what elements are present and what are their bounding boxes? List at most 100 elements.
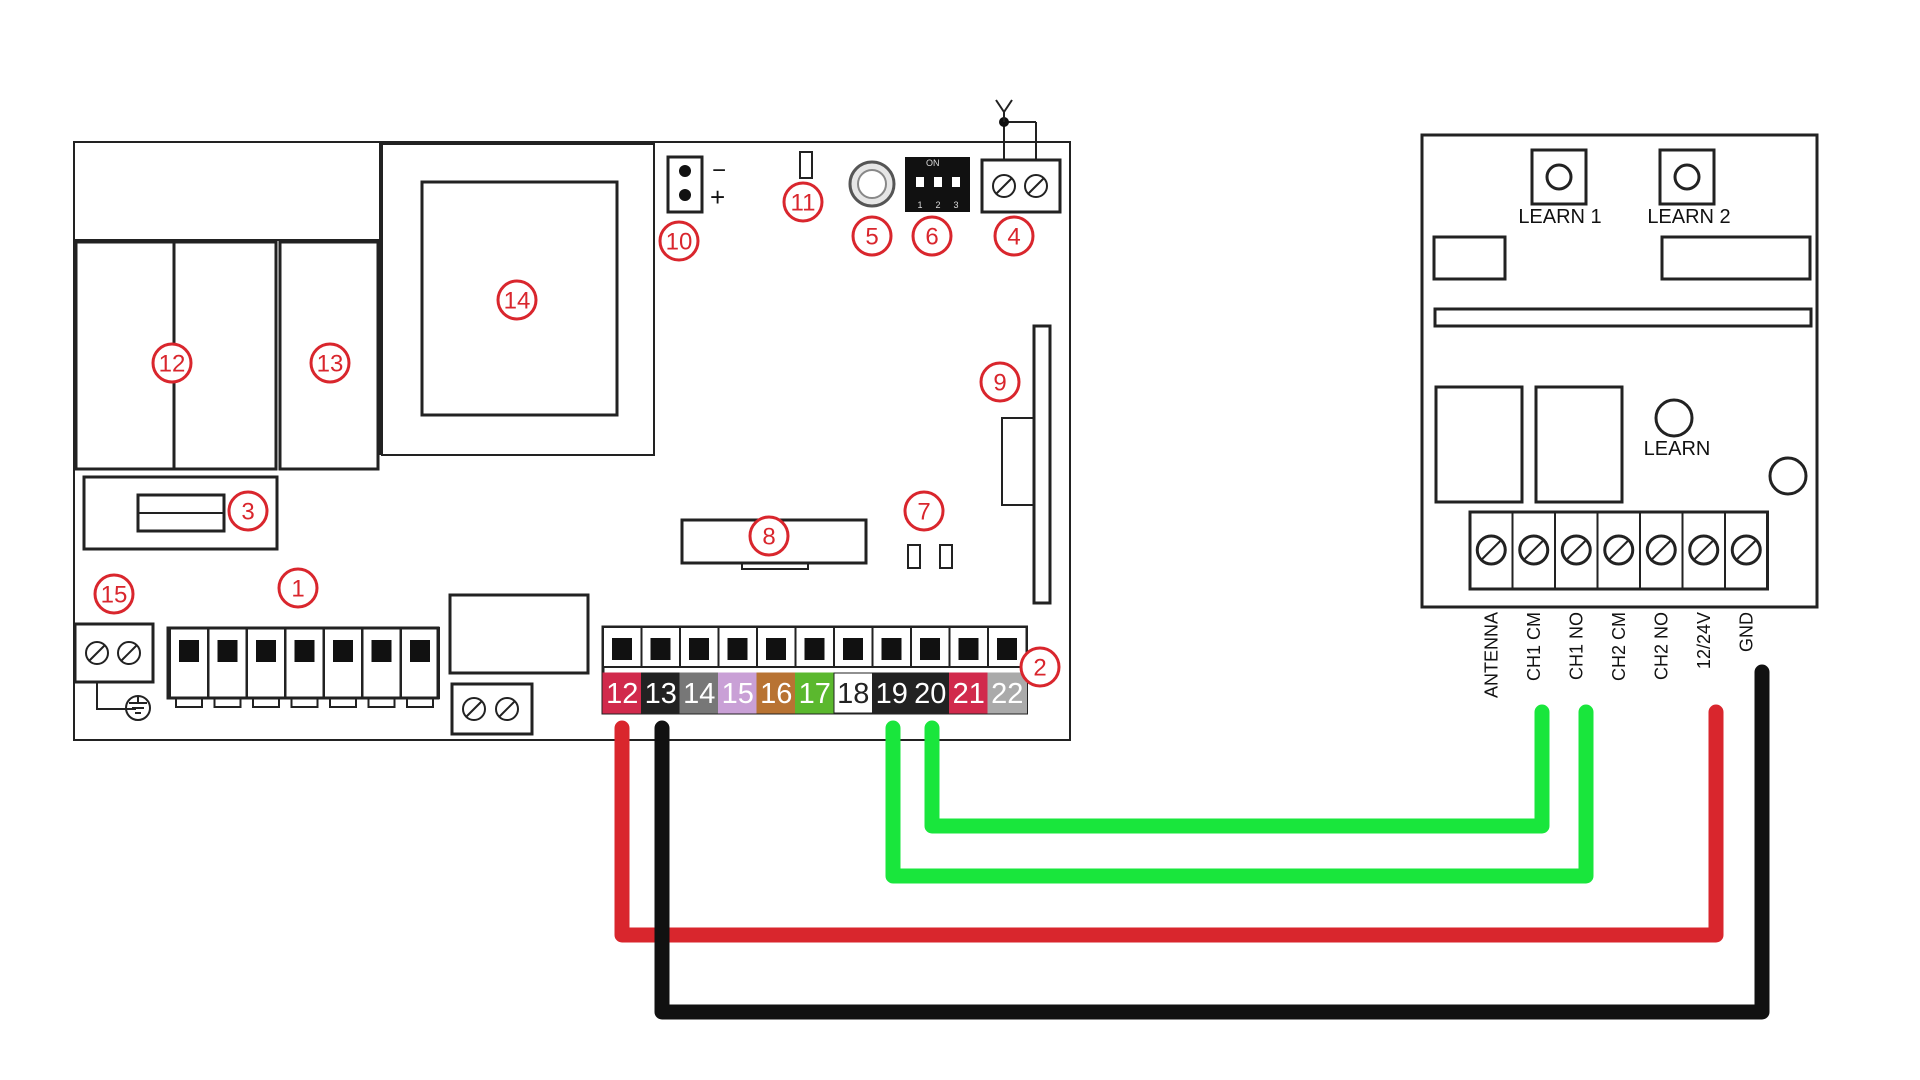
connector-9: [1001, 324, 1052, 605]
fuse-holder-3: [82, 475, 279, 551]
callout-1: 1: [277, 567, 319, 609]
rx-relay-2: [1534, 385, 1624, 504]
svg-text:10: 10: [666, 229, 693, 256]
terminal-1-slot: [246, 627, 286, 708]
transformer-14: [420, 180, 619, 417]
terminal-19: 19: [871, 626, 912, 714]
jumper-10[interactable]: − +: [666, 155, 726, 214]
trimmer-5[interactable]: [848, 160, 896, 208]
svg-text:7: 7: [917, 499, 930, 526]
rx-pin-label: CH1 NO: [1566, 612, 1586, 680]
rx-pin-label: CH1 CM: [1524, 612, 1544, 681]
terminal-1-slot: [400, 627, 440, 708]
callout-11: 11: [782, 181, 824, 223]
antenna-icon: [995, 99, 1013, 122]
callout-8: 8: [748, 515, 790, 557]
svg-text:2: 2: [1033, 655, 1046, 682]
jumper-plus-label: +: [710, 182, 725, 212]
rx-screw-ch1-no: [1554, 512, 1592, 589]
rx-screw-12-24v: [1681, 512, 1720, 589]
callout-10: 10: [658, 220, 700, 262]
dip-switch-6[interactable]: ON 1 2 3: [905, 157, 970, 212]
receiver-terminal-block: [1468, 510, 1769, 591]
relay-13: [278, 240, 380, 471]
rx-pin-label: 12/24V: [1694, 612, 1714, 669]
svg-text:4: 4: [1007, 224, 1020, 251]
wires: [614, 664, 1770, 1020]
jumper-minus-label: −: [712, 157, 726, 184]
dip-pos-2: 2: [935, 200, 940, 210]
svg-text:6: 6: [925, 224, 938, 251]
pin-7b: [939, 544, 953, 569]
rx-pin-label: CH2 CM: [1609, 612, 1629, 681]
callout-5: 5: [851, 215, 893, 257]
terminal-21: 21: [948, 626, 989, 714]
wire-green-ch1-cm: [924, 704, 1550, 834]
antenna-terminal-4: [980, 99, 1062, 214]
callout-9: 9: [979, 361, 1021, 403]
transformer-outer: [381, 143, 655, 456]
svg-text:14: 14: [504, 288, 531, 315]
svg-text:11: 11: [791, 190, 816, 217]
svg-text:1: 1: [291, 576, 304, 603]
callout-3: 3: [227, 490, 269, 532]
receiver-module: LEARN 1 LEARN 2 LEARN: [1420, 133, 1819, 609]
screw-terminal-bottom: [450, 682, 534, 736]
terminal-18: 18: [833, 626, 874, 714]
rx-screw-ch2-no: [1639, 512, 1677, 589]
callout-15: 15: [93, 573, 135, 615]
rx-pin-label: ANTENNA: [1481, 612, 1501, 698]
wire-green-ch1-no: [885, 704, 1594, 884]
terminal-number: 22: [991, 678, 1023, 710]
svg-text:5: 5: [865, 224, 878, 251]
learn-2-button[interactable]: [1658, 148, 1716, 206]
ground-terminal-15: [73, 622, 155, 721]
terminal-number: 13: [645, 678, 677, 710]
terminal-13: 13: [640, 626, 681, 714]
terminal-number: 14: [683, 678, 715, 710]
rx-led: [1768, 456, 1808, 496]
terminal-number: 16: [760, 678, 792, 710]
callout-4: 4: [993, 215, 1035, 257]
terminal-1-slot: [361, 627, 402, 708]
learn-label: LEARN: [1644, 438, 1711, 460]
led-11: [799, 151, 813, 179]
learn-button[interactable]: [1654, 398, 1694, 438]
svg-text:9: 9: [993, 370, 1006, 397]
terminal-16: 16: [756, 626, 797, 714]
svg-text:13: 13: [317, 351, 344, 378]
callout-13: 13: [309, 342, 351, 384]
terminal-1-slot: [323, 627, 363, 708]
rx-strip: [1433, 307, 1813, 328]
rx-component-a: [1432, 235, 1507, 281]
terminal-number: 15: [722, 678, 754, 710]
dip-on-label: ON: [926, 158, 940, 168]
rx-pin-label: GND: [1736, 612, 1756, 652]
learn-2-label: LEARN 2: [1647, 206, 1730, 228]
terminal-block-1: [166, 626, 440, 708]
dip-pos-3: 3: [953, 200, 958, 210]
terminal-number: 19: [876, 678, 908, 710]
terminal-number: 12: [606, 678, 638, 710]
control-board: − + ON 1 2 3: [73, 99, 1071, 741]
callout-7: 7: [903, 490, 945, 532]
terminal-number: 20: [914, 678, 946, 710]
svg-text:3: 3: [241, 499, 254, 526]
svg-text:8: 8: [762, 524, 775, 551]
terminal-1-slot: [169, 627, 209, 708]
terminal-1-slot: [284, 627, 325, 708]
component-box: [448, 593, 590, 675]
rx-relay-1: [1434, 385, 1524, 504]
terminal-14: 14: [679, 626, 720, 714]
pin-7a: [907, 544, 921, 569]
terminal-1-slot: [207, 627, 248, 708]
callout-12: 12: [151, 342, 193, 384]
callout-6: 6: [911, 215, 953, 257]
learn-1-button[interactable]: [1530, 148, 1588, 206]
terminal-12: 12: [602, 626, 643, 714]
rx-screw-gnd: [1724, 512, 1762, 589]
callout-2: 2: [1019, 646, 1061, 688]
callout-14: 14: [496, 279, 538, 321]
